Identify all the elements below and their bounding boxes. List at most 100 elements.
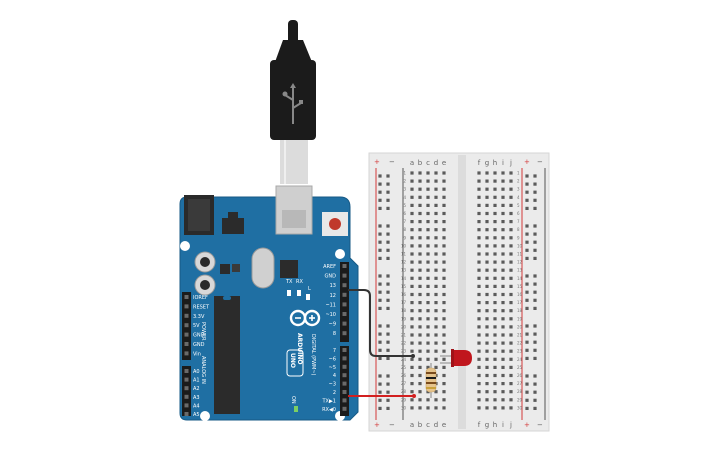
breadboard-hole[interactable] bbox=[418, 220, 422, 224]
breadboard-hole[interactable] bbox=[410, 284, 414, 288]
breadboard-hole[interactable] bbox=[477, 284, 481, 288]
breadboard-hole[interactable] bbox=[442, 341, 446, 345]
rail-hole[interactable] bbox=[533, 332, 537, 336]
breadboard-hole[interactable] bbox=[493, 268, 497, 272]
breadboard-hole[interactable] bbox=[426, 268, 430, 272]
breadboard-hole[interactable] bbox=[434, 292, 438, 297]
breadboard-hole[interactable] bbox=[477, 325, 481, 329]
analog-pin-hole[interactable] bbox=[184, 386, 189, 391]
breadboard-hole[interactable] bbox=[493, 236, 497, 240]
breadboard-hole[interactable] bbox=[485, 228, 489, 232]
breadboard-hole[interactable] bbox=[493, 309, 497, 313]
breadboard-hole[interactable] bbox=[509, 317, 513, 321]
breadboard-hole[interactable] bbox=[426, 292, 430, 297]
breadboard-hole[interactable] bbox=[477, 187, 481, 191]
breadboard-hole[interactable] bbox=[410, 341, 414, 345]
breadboard-hole[interactable] bbox=[501, 357, 505, 361]
breadboard-hole[interactable] bbox=[442, 236, 446, 240]
breadboard-hole[interactable] bbox=[477, 179, 481, 183]
breadboard-hole[interactable] bbox=[493, 382, 497, 386]
breadboard-hole[interactable] bbox=[426, 252, 430, 256]
rail-hole[interactable] bbox=[533, 374, 537, 378]
breadboard-hole[interactable] bbox=[477, 211, 481, 216]
breadboard-hole[interactable] bbox=[485, 390, 489, 394]
breadboard-hole[interactable] bbox=[501, 252, 505, 256]
breadboard-hole[interactable] bbox=[418, 284, 422, 288]
breadboard-hole[interactable] bbox=[426, 317, 430, 321]
breadboard-hole[interactable] bbox=[442, 260, 446, 264]
rail-hole[interactable] bbox=[525, 240, 529, 244]
rail-hole[interactable] bbox=[386, 390, 390, 394]
breadboard-hole[interactable] bbox=[410, 390, 414, 394]
breadboard-hole[interactable] bbox=[410, 309, 414, 313]
breadboard-hole[interactable] bbox=[434, 244, 438, 248]
rail-hole[interactable] bbox=[533, 390, 537, 394]
breadboard-hole[interactable] bbox=[418, 373, 422, 378]
breadboard-hole[interactable] bbox=[501, 373, 505, 378]
breadboard-hole[interactable] bbox=[477, 276, 481, 280]
breadboard-hole[interactable] bbox=[485, 220, 489, 224]
breadboard-hole[interactable] bbox=[426, 276, 430, 280]
rail-hole[interactable] bbox=[378, 324, 382, 328]
breadboard-hole[interactable] bbox=[426, 244, 430, 248]
breadboard-hole[interactable] bbox=[477, 373, 481, 378]
rail-hole[interactable] bbox=[386, 298, 390, 302]
breadboard-hole[interactable] bbox=[410, 317, 414, 321]
rail-hole[interactable] bbox=[378, 398, 382, 402]
rail-hole[interactable] bbox=[386, 190, 390, 194]
breadboard-hole[interactable] bbox=[485, 333, 489, 337]
rail-hole[interactable] bbox=[378, 182, 382, 186]
breadboard-hole[interactable] bbox=[410, 195, 414, 199]
breadboard-hole[interactable] bbox=[493, 220, 497, 224]
breadboard-hole[interactable] bbox=[442, 276, 446, 280]
rail-hole[interactable] bbox=[386, 406, 390, 410]
breadboard-hole[interactable] bbox=[485, 276, 489, 280]
power-pin-hole[interactable] bbox=[184, 313, 189, 318]
breadboard-hole[interactable] bbox=[442, 390, 446, 394]
breadboard-hole[interactable] bbox=[418, 390, 422, 394]
breadboard-hole[interactable] bbox=[501, 244, 505, 248]
rail-hole[interactable] bbox=[386, 332, 390, 336]
power-pin-hole[interactable] bbox=[184, 323, 189, 328]
rail-hole[interactable] bbox=[525, 298, 529, 302]
breadboard-hole[interactable] bbox=[509, 195, 513, 199]
breadboard-hole[interactable] bbox=[410, 382, 414, 386]
breadboard-hole[interactable] bbox=[485, 365, 489, 369]
breadboard-hole[interactable] bbox=[418, 406, 422, 410]
breadboard-hole[interactable] bbox=[410, 203, 414, 207]
breadboard-hole[interactable] bbox=[493, 317, 497, 321]
rail-hole[interactable] bbox=[533, 274, 537, 278]
breadboard-hole[interactable] bbox=[485, 301, 489, 305]
analog-pin-hole[interactable] bbox=[184, 394, 189, 399]
breadboard-hole[interactable] bbox=[418, 236, 422, 240]
breadboard-hole[interactable] bbox=[493, 187, 497, 191]
rail-hole[interactable] bbox=[525, 206, 529, 210]
rail-hole[interactable] bbox=[533, 406, 537, 410]
breadboard-hole[interactable] bbox=[434, 268, 438, 272]
breadboard-hole[interactable] bbox=[442, 349, 446, 353]
breadboard-hole[interactable] bbox=[418, 333, 422, 337]
digital-pin-hole[interactable] bbox=[342, 364, 347, 369]
breadboard-hole[interactable] bbox=[501, 220, 505, 224]
breadboard-hole[interactable] bbox=[477, 236, 481, 240]
breadboard-hole[interactable] bbox=[434, 276, 438, 280]
breadboard-hole[interactable] bbox=[477, 357, 481, 361]
breadboard-hole[interactable] bbox=[434, 203, 438, 207]
digital-pin-hole[interactable] bbox=[342, 373, 347, 378]
breadboard-hole[interactable] bbox=[477, 244, 481, 248]
breadboard-hole[interactable] bbox=[509, 220, 513, 224]
rail-hole[interactable] bbox=[386, 248, 390, 252]
breadboard-hole[interactable] bbox=[434, 187, 438, 191]
rail-hole[interactable] bbox=[525, 306, 529, 310]
breadboard-hole[interactable] bbox=[509, 276, 513, 280]
rail-hole[interactable] bbox=[386, 274, 390, 278]
breadboard-hole[interactable] bbox=[418, 203, 422, 207]
breadboard-hole[interactable] bbox=[442, 268, 446, 272]
rail-hole[interactable] bbox=[525, 174, 529, 178]
breadboard-hole[interactable] bbox=[434, 228, 438, 232]
breadboard-hole[interactable] bbox=[442, 365, 446, 369]
breadboard-hole[interactable] bbox=[418, 276, 422, 280]
rail-hole[interactable] bbox=[533, 248, 537, 252]
rail-hole[interactable] bbox=[525, 224, 529, 228]
breadboard-hole[interactable] bbox=[501, 203, 505, 207]
